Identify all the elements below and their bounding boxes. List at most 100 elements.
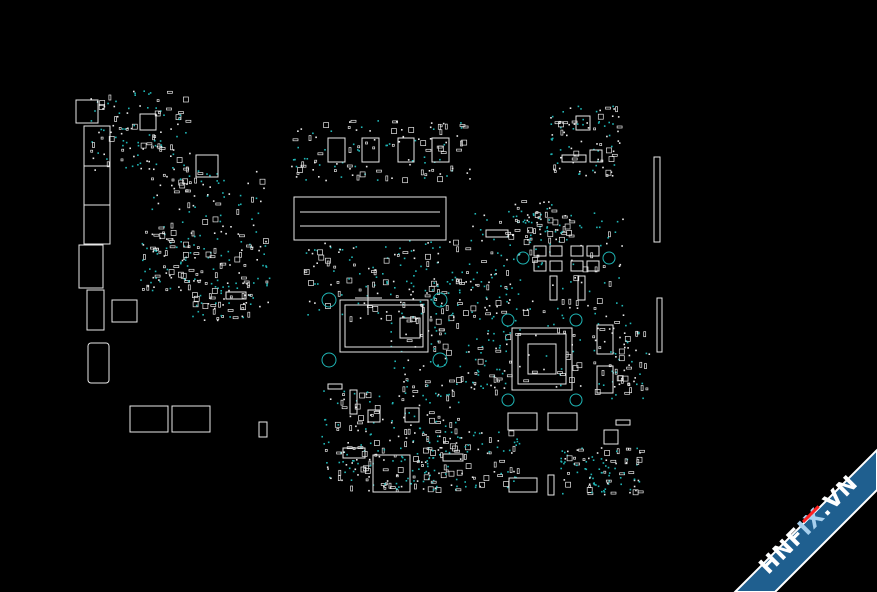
pad (437, 123, 441, 130)
pad (396, 488, 398, 490)
pad (463, 454, 467, 460)
pad (251, 196, 254, 203)
pad (187, 202, 191, 209)
pad (255, 231, 258, 233)
pad (156, 247, 159, 251)
pad (365, 430, 367, 433)
pad (475, 284, 477, 286)
pad (448, 451, 451, 454)
pad (90, 149, 94, 153)
pad (258, 249, 260, 252)
pad (645, 387, 649, 391)
pad (486, 219, 488, 221)
pad (336, 402, 339, 405)
pad (629, 387, 632, 394)
pad (424, 472, 426, 474)
pad (636, 459, 640, 465)
pad (474, 372, 478, 375)
pad (419, 369, 421, 371)
pad (226, 282, 229, 284)
pad (541, 262, 543, 264)
pad (170, 230, 177, 236)
pad (318, 164, 321, 166)
pad (202, 183, 204, 186)
pad (597, 327, 599, 330)
pad (292, 138, 299, 142)
pad (467, 344, 470, 347)
pad (197, 170, 200, 172)
pad (311, 252, 314, 255)
pad (621, 245, 623, 247)
pad (440, 447, 443, 449)
pad (409, 163, 411, 166)
pad (295, 176, 298, 178)
pad (324, 149, 326, 151)
pad (167, 90, 173, 94)
pad (472, 225, 474, 228)
pad (446, 394, 448, 396)
pad (227, 285, 230, 288)
pad (456, 246, 459, 253)
pad (366, 305, 373, 308)
pad (601, 490, 603, 493)
pad (107, 102, 109, 105)
pad (518, 254, 520, 256)
pad (176, 246, 178, 249)
pad (423, 474, 430, 481)
pad (214, 286, 217, 288)
pad (504, 286, 508, 289)
pad (528, 354, 530, 356)
pad (428, 170, 431, 172)
pad (94, 110, 96, 112)
pad (436, 440, 439, 443)
pad (552, 284, 554, 286)
pad (419, 300, 422, 303)
pad (400, 460, 403, 463)
pad (513, 470, 515, 473)
pad (598, 468, 601, 470)
pad (535, 248, 537, 251)
pad (433, 296, 436, 299)
pad (516, 438, 518, 440)
pad (556, 162, 559, 164)
pad (207, 194, 209, 196)
pad (575, 300, 579, 306)
pad (470, 289, 472, 291)
pad (103, 153, 105, 156)
pad (193, 244, 195, 246)
pad (457, 417, 460, 421)
pad (628, 354, 631, 357)
pad (220, 290, 222, 292)
pad (388, 143, 391, 145)
pad (421, 464, 424, 467)
pad (493, 461, 497, 468)
pad (444, 332, 447, 335)
vram-2 (596, 365, 614, 394)
pad (314, 161, 316, 164)
pad (218, 301, 221, 308)
pad (318, 176, 320, 178)
pad (547, 217, 554, 224)
pad (398, 486, 400, 488)
pad (415, 318, 419, 325)
pad (386, 480, 389, 482)
pad (377, 120, 379, 122)
pad (342, 393, 345, 396)
pad (611, 332, 614, 334)
pad (460, 376, 464, 382)
pad (152, 250, 155, 253)
pad (410, 482, 412, 485)
pad (183, 278, 186, 280)
pad (562, 317, 565, 319)
pad (100, 136, 104, 140)
pad (465, 351, 468, 353)
pad (204, 282, 208, 285)
pad (357, 474, 359, 476)
pad (410, 293, 412, 296)
pad (402, 177, 408, 184)
connector-left-5 (87, 342, 110, 384)
pad (598, 121, 600, 123)
pad (127, 127, 129, 130)
pad (602, 462, 605, 464)
